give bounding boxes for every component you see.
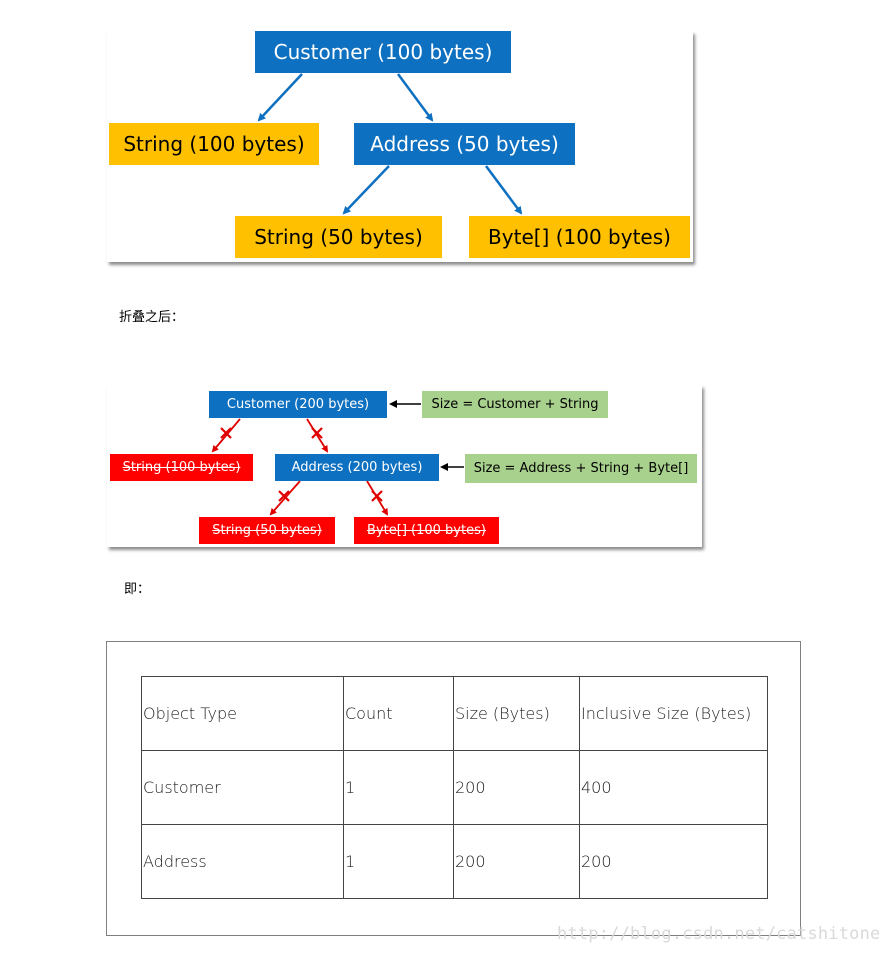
cell-inclusive-size: 400 (579, 750, 768, 825)
header-inclusive-size: Inclusive Size (Bytes) (579, 676, 768, 751)
header-size: Size (Bytes) (453, 676, 580, 751)
cross-mark-2 (311, 427, 323, 439)
watermark: http://blog.csdn.net/catshitone (557, 924, 879, 944)
node2-string-bottom: String (50 bytes) (199, 517, 335, 544)
caption-ie: 即： (124, 582, 151, 597)
arrow-address-to-bytearray (484, 165, 523, 215)
cross-mark-3 (278, 490, 290, 502)
table-header-row: Object Type Count Size (Bytes) Inclusive… (141, 676, 768, 751)
cell-inclusive-size: 200 (579, 824, 768, 899)
header-object-type: Object Type (141, 676, 344, 751)
node2-bytearray: Byte[] (100 bytes) (354, 517, 499, 544)
node-bytearray: Byte[] (100 bytes) (469, 216, 690, 258)
node2-address: Address (200 bytes) (275, 454, 439, 481)
cell-size: 200 (453, 824, 580, 899)
node-customer: Customer (100 bytes) (255, 31, 511, 73)
node2-size-address: Size = Address + String + Byte[] (465, 454, 697, 483)
cell-size: 200 (453, 750, 580, 825)
cell-object-type: Customer (141, 750, 344, 825)
node-address: Address (50 bytes) (354, 123, 575, 165)
table-row: Address 1 200 200 (141, 824, 768, 899)
size-table: Object Type Count Size (Bytes) Inclusive… (141, 676, 768, 899)
cell-count: 1 (343, 750, 454, 825)
cell-object-type: Address (141, 824, 344, 899)
header-count: Count (343, 676, 454, 751)
table-row: Customer 1 200 400 (141, 750, 768, 825)
node2-string-left: String (100 bytes) (110, 454, 253, 481)
node2-customer: Customer (200 bytes) (209, 391, 387, 418)
arrow-x-customer-address (306, 418, 329, 453)
caption-collapsed: 折叠之后： (119, 310, 185, 325)
node-string-left: String (100 bytes) (109, 123, 319, 165)
arrow-customer-to-address (396, 73, 434, 122)
node2-size-customer: Size = Customer + String (422, 391, 608, 418)
node-string-bottom: String (50 bytes) (235, 216, 442, 258)
cell-count: 1 (343, 824, 454, 899)
arrow-customer-to-string (257, 73, 303, 122)
cross-mark-4 (371, 490, 383, 502)
cross-mark-1 (220, 427, 232, 439)
arrow-address-to-string (342, 165, 390, 215)
